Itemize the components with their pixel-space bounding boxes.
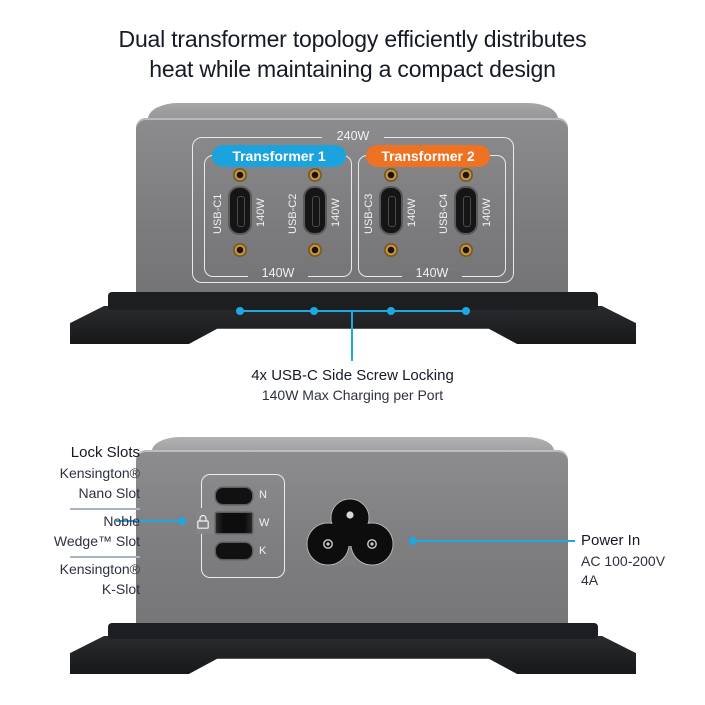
usb-locking-callout-title: 4x USB-C Side Screw Locking: [251, 367, 454, 384]
frame-gap: [248, 271, 308, 281]
callout-line: [351, 311, 353, 361]
mounting-bracket: [70, 636, 636, 674]
port-2-name: USB-C2: [287, 193, 299, 234]
port-3-power: 140W: [406, 198, 418, 227]
screw-hole-icon: [233, 168, 247, 182]
noble-wedge-label-line-2: Wedge™ Slot: [53, 533, 140, 549]
screw-hole-icon: [308, 168, 322, 182]
power-inlet-socket[interactable]: [302, 496, 398, 576]
callout-line: [116, 520, 182, 522]
callout-dot: [387, 307, 395, 315]
kensington-k-label-line-1: Kensington®: [59, 561, 140, 577]
screw-hole-icon: [233, 243, 247, 257]
usb-c-port-1[interactable]: [230, 188, 250, 233]
usb-c-port-2[interactable]: [305, 188, 325, 233]
headline-line-2: heat while maintaining a compact design: [149, 56, 556, 82]
kensington-nano-slot[interactable]: [216, 488, 252, 504]
slot-letter-k: K: [259, 545, 267, 557]
port-3-name: USB-C3: [363, 193, 375, 234]
transformer-1-badge: Transformer 1: [212, 145, 346, 167]
kensington-nano-label-line-2: Nano Slot: [78, 485, 140, 501]
device-base: [108, 292, 598, 310]
kensington-k-slot[interactable]: [216, 543, 252, 559]
headline-line-1: Dual transformer topology efficiently di…: [118, 26, 587, 52]
padlock-icon: [197, 514, 209, 529]
noble-wedge-label-line-1: Noble: [103, 513, 140, 529]
screw-hole-icon: [459, 168, 473, 182]
kensington-nano-label-line-1: Kensington®: [59, 465, 140, 481]
port-1-power: 140W: [255, 198, 267, 227]
slot-letter-n: N: [259, 489, 267, 501]
power-in-voltage: AC 100-200V: [581, 553, 666, 569]
screw-hole-icon: [384, 168, 398, 182]
callout-dot: [462, 307, 470, 315]
device-base: [108, 623, 598, 639]
callout-dot: [178, 517, 186, 525]
port-4-power: 140W: [481, 198, 493, 227]
port-4-name: USB-C4: [438, 193, 450, 234]
frame-gap: [402, 271, 462, 281]
power-in-title: Power In: [581, 532, 641, 549]
slot-letter-w: W: [259, 517, 270, 529]
transformer-2-badge: Transformer 2: [366, 145, 490, 167]
transformer-1-power-label: 140W: [261, 266, 295, 280]
screw-hole-icon: [459, 243, 473, 257]
total-power-label: 240W: [336, 129, 370, 143]
power-in-current: 4A: [581, 572, 599, 588]
callout-dot: [236, 307, 244, 315]
usb-c-port-4[interactable]: [456, 188, 476, 233]
kensington-k-label-line-2: K-Slot: [101, 581, 140, 597]
port-1-name: USB-C1: [212, 193, 224, 234]
callout-line: [413, 540, 575, 542]
device-front-panel: [136, 118, 568, 296]
divider: [70, 556, 140, 558]
screw-hole-icon: [384, 243, 398, 257]
transformer-2-power-label: 140W: [415, 266, 449, 280]
divider: [70, 508, 140, 510]
port-2-power: 140W: [330, 198, 342, 227]
usb-locking-callout-subtitle: 140W Max Charging per Port: [261, 387, 444, 403]
usb-c-port-3[interactable]: [381, 188, 401, 233]
frame-gap: [322, 131, 384, 143]
lock-slots-heading: Lock Slots: [70, 444, 140, 461]
callout-dot: [310, 307, 318, 315]
noble-wedge-slot[interactable]: [216, 513, 252, 533]
callout-line: [240, 310, 466, 312]
screw-hole-icon: [308, 243, 322, 257]
headline: Dual transformer topology efficiently di…: [0, 24, 705, 84]
